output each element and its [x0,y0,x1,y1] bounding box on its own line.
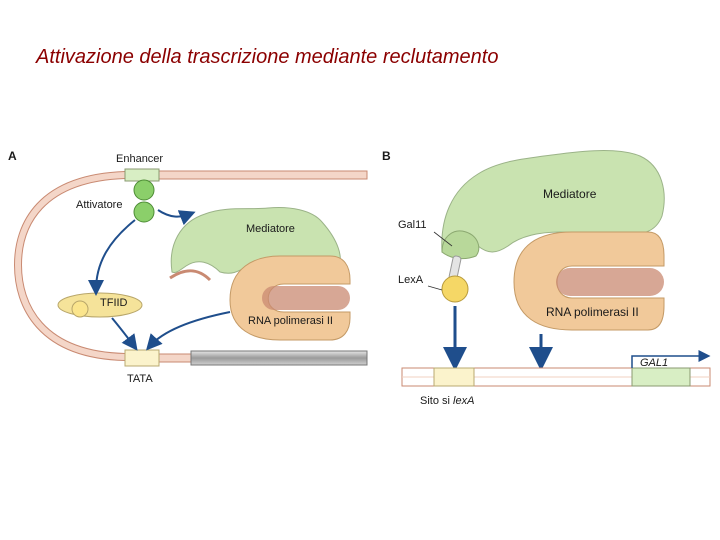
panel-b: B Mediatore Gal11 LexA RNA polimerasi II… [382,149,711,407]
dna-upper-strand [124,170,368,180]
tfiid-label: TFIID [100,297,128,309]
polymerase-cleft-b [556,268,664,296]
arrow-polymerase-to-tata [146,311,231,351]
enhancer-box [124,168,160,182]
mediator-shape-b [441,150,665,253]
panel-a: A Enhancer Attivatore TATA TFIID Mediato… [8,149,368,385]
panel-b-letter: B [382,149,391,163]
tata-label: TATA [127,373,153,385]
mediator-label-a: Mediatore [246,223,295,235]
gal11-leader [433,231,453,247]
activator-lower [133,201,155,223]
activator-upper [133,179,155,201]
lexa-leader [427,285,443,291]
gal1-gene-box [631,367,691,387]
arrow-activator-to-tfiid [88,219,136,296]
tata-box [124,349,160,367]
enhancer-label: Enhancer [116,153,163,165]
polymerase-cleft-a [262,286,350,310]
polymerase-label-a: RNA polimerasi II [248,315,333,327]
lexa-site-gene: lexA [453,395,474,407]
gal11-label: Gal11 [398,219,427,231]
gal1-label: GAL1 [640,357,668,369]
coding-region [190,350,368,366]
lexa-label: LexA [398,274,424,286]
arrow-tfiid-to-tata [111,317,138,351]
panel-a-letter: A [8,149,17,163]
lexa-site-box [433,367,475,387]
mediator-label-b: Mediatore [543,187,597,201]
arrow-activator-to-mediator [157,209,196,226]
lexa-site-prefix: Sito si [420,395,453,407]
polymerase-label-b: RNA polimerasi II [546,305,639,319]
transcription-start-arrow [631,350,711,368]
tfiid-subunit [71,300,89,318]
page-title: Attivazione della trascrizione mediante … [36,46,499,68]
mediator-tail-a [169,269,212,282]
activator-label: Attivatore [76,199,122,211]
lexa-site-label: Sito si lexA [420,395,474,407]
lexa-protein [441,275,469,303]
